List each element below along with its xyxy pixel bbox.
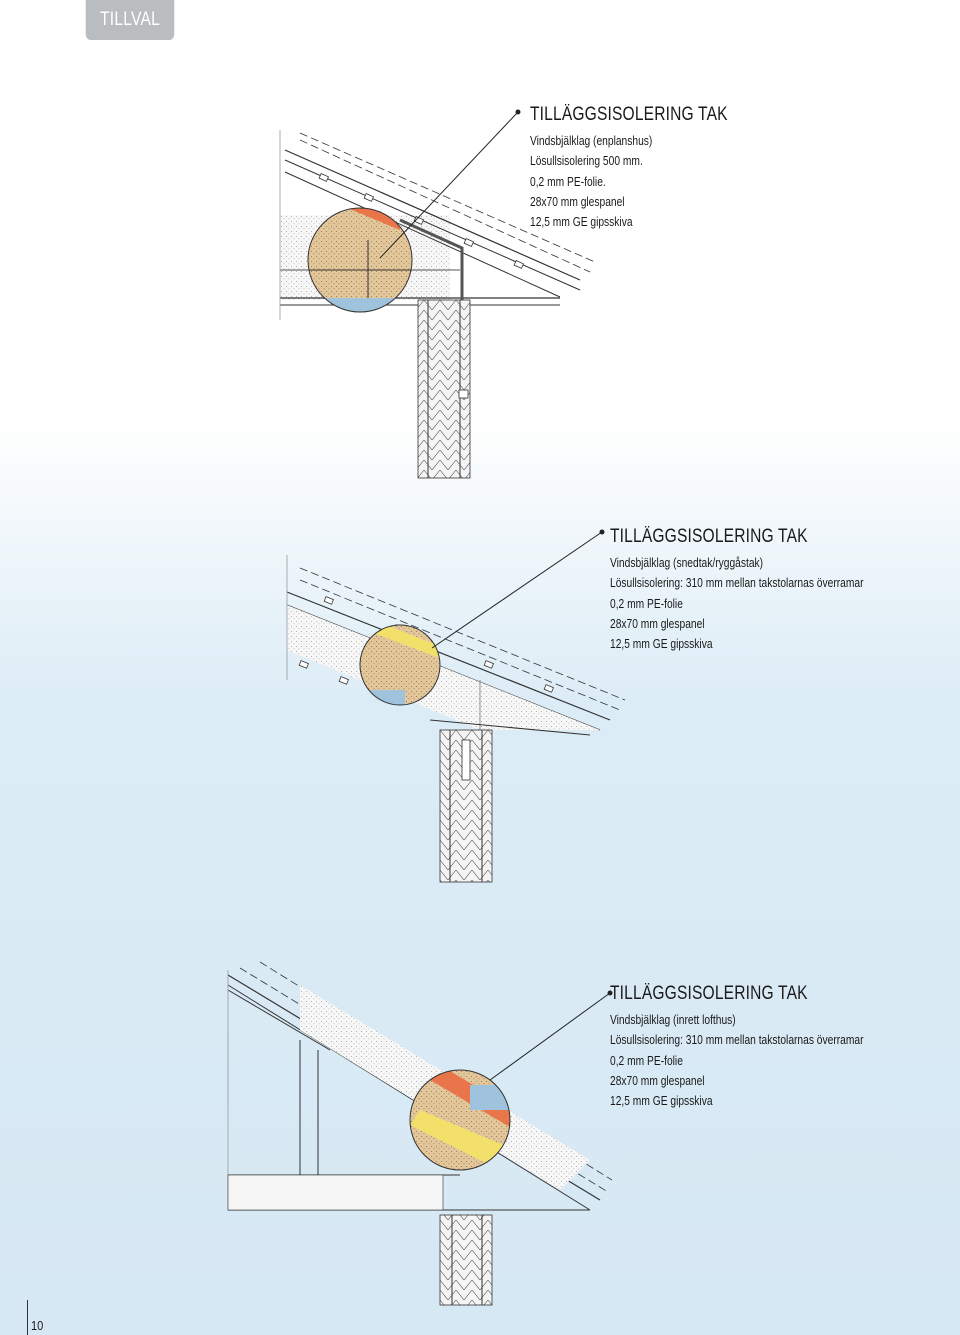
detail-circle-1 [308,208,412,312]
page-number-rule [27,1300,28,1335]
detail-line: 28x70 mm glespanel [610,1073,705,1088]
detail-line: 12,5 mm GE gipsskiva [610,1094,713,1109]
wall-3 [439,1214,493,1306]
detail-line: Vindsbjälklag (snedtak/ryggåstak) [610,556,764,570]
detail-line: 28x70 mm glespanel [530,194,625,209]
detail-line: 12,5 mm GE gipsskiva [610,637,713,652]
detail-text-2: TILLÄGGSISOLERING TAK Vindsbjälklag (sne… [610,526,919,654]
detail-line: 28x70 mm glespanel [610,616,705,631]
detail-text-3: TILLÄGGSISOLERING TAK Vindsbjälklag (inr… [610,983,919,1111]
detail-title-1: TILLÄGGSISOLERING TAK [530,104,728,125]
detail-line: 0,2 mm PE-folie. [530,174,606,189]
roof-slope-1 [284,132,596,298]
detail-circle-3 [410,1070,510,1170]
detail-line: Vindsbjälklag (inrett lofthus) [610,1013,736,1027]
wall-1 [417,299,471,479]
detail-text-1: TILLÄGGSISOLERING TAK Vindsbjälklag (enp… [530,104,771,232]
detail-line: Lösullsisolering 500 mm. [530,154,643,169]
tillval-tab: TILLVAL [85,0,175,40]
detail-line: Vindsbjälklag (enplanshus) [530,134,653,148]
detail-line: Lösullsisolering: 310 mm mellan takstola… [610,1033,864,1048]
page-number: 10 [31,1318,44,1333]
detail-title-3: TILLÄGGSISOLERING TAK [610,983,808,1004]
detail-line: 12,5 mm GE gipsskiva [530,215,633,230]
detail-line: 0,2 mm PE-folie [610,596,683,611]
detail-title-2: TILLÄGGSISOLERING TAK [610,526,808,547]
detail-line: Lösullsisolering: 310 mm mellan takstola… [610,576,864,591]
detail-line: 0,2 mm PE-folie [610,1053,683,1068]
tab-label: TILLVAL [99,9,161,30]
